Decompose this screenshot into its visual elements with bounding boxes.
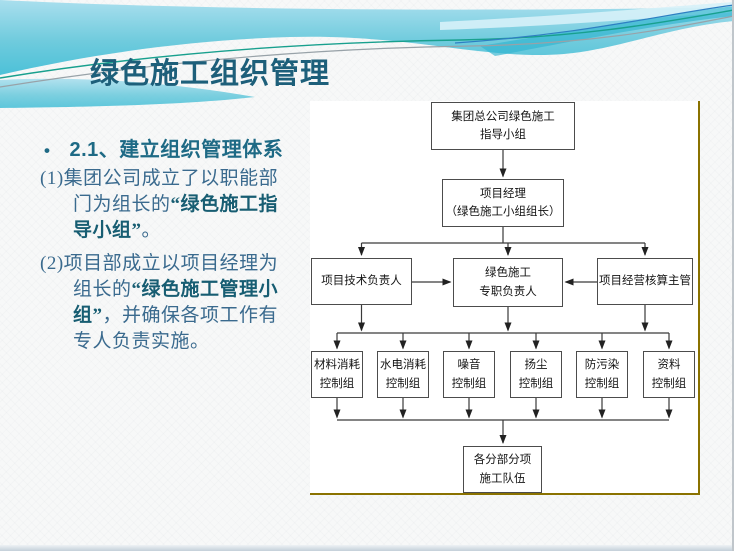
header-wave-decoration (0, 0, 734, 108)
slide-bottom-edge (0, 545, 734, 551)
emphasis-text: 组” (73, 305, 103, 326)
body-text-segment: 。 (141, 220, 162, 241)
wave-ribbon-light (440, 2, 734, 30)
body-text-segment: 门为组长的 (73, 194, 171, 215)
flowchart-box-accounting: 项目经营核算主管 (597, 258, 693, 305)
wave-line-gray (0, 15, 734, 88)
flowchart-box-pollution-group: 防污染 控制组 (576, 351, 628, 398)
flowchart-box-teams: 各分部分项 施工队伍 (463, 446, 542, 493)
body-text-segment: 组长的 (73, 279, 132, 300)
section-heading: • 2.1、建立组织管理体系 (44, 133, 283, 162)
text-line: 组长的“绿色施工管理小 (40, 277, 330, 303)
flowchart-box-noise-group: 噪音 控制组 (443, 351, 495, 398)
paragraph: (2)项目部成立以项目经理为组长的“绿色施工管理小组”，并确保各项工作有专人负责… (40, 251, 330, 355)
flowchart-box-green-lead: 绿色施工 专职负责人 (453, 258, 563, 307)
text-line: (1)集团公司成立了以职能部 (40, 166, 330, 192)
text-line: 门为组长的“绿色施工指 (40, 192, 330, 218)
paragraph: (1)集团公司成立了以职能部门为组长的“绿色施工指导小组”。 (40, 166, 330, 244)
emphasis-text: “绿色施工管理小 (131, 279, 279, 300)
text-line: 导小组”。 (40, 218, 330, 244)
flowchart-box-project-manager: 项目经理 （绿色施工小组组长） (442, 179, 564, 227)
flowchart-box-utility-group: 水电消耗 控制组 (377, 351, 429, 398)
flowchart-box-tech-lead: 项目技术负责人 (311, 258, 412, 305)
section-heading-text: 2.1、建立组织管理体系 (69, 139, 284, 161)
body-text-segment: 专人负责实施。 (73, 331, 210, 352)
text-line: 组”，并确保各项工作有 (40, 303, 330, 329)
flowchart-box-dust-group: 扬尘 控制组 (510, 351, 562, 398)
text-line: (2)项目部成立以项目经理为 (40, 251, 330, 277)
text-line: 专人负责实施。 (40, 329, 330, 355)
wave-line-teal (0, 9, 734, 79)
body-text-segment: ，并确保各项工作有 (102, 305, 279, 326)
flowchart-box-document-group: 资料 控制组 (643, 351, 695, 398)
body-text-segment: (2)项目部成立以项目经理为 (40, 253, 279, 274)
body-text-segment: (1)集团公司成立了以职能部 (40, 168, 279, 189)
slide-right-edge (732, 0, 734, 551)
wave-line-blue (454, 4, 734, 44)
bullet-icon: • (44, 141, 51, 160)
page-title: 绿色施工组织管理 (90, 58, 331, 90)
wave-band-lower-left (0, 78, 255, 108)
flowchart-box-group-hq: 集团总公司绿色施工 指导小组 (431, 102, 575, 150)
emphasis-text: 导小组” (73, 220, 142, 241)
flowchart-box-material-group: 材料消耗 控制组 (311, 351, 363, 398)
body-paragraphs: (1)集团公司成立了以职能部门为组长的“绿色施工指导小组”。(2)项目部成立以项… (40, 166, 330, 362)
org-chart-panel: 集团总公司绿色施工 指导小组 项目经理 （绿色施工小组组长） 项目技术负责人 绿… (310, 101, 700, 495)
emphasis-text: “绿色施工指 (170, 194, 279, 215)
